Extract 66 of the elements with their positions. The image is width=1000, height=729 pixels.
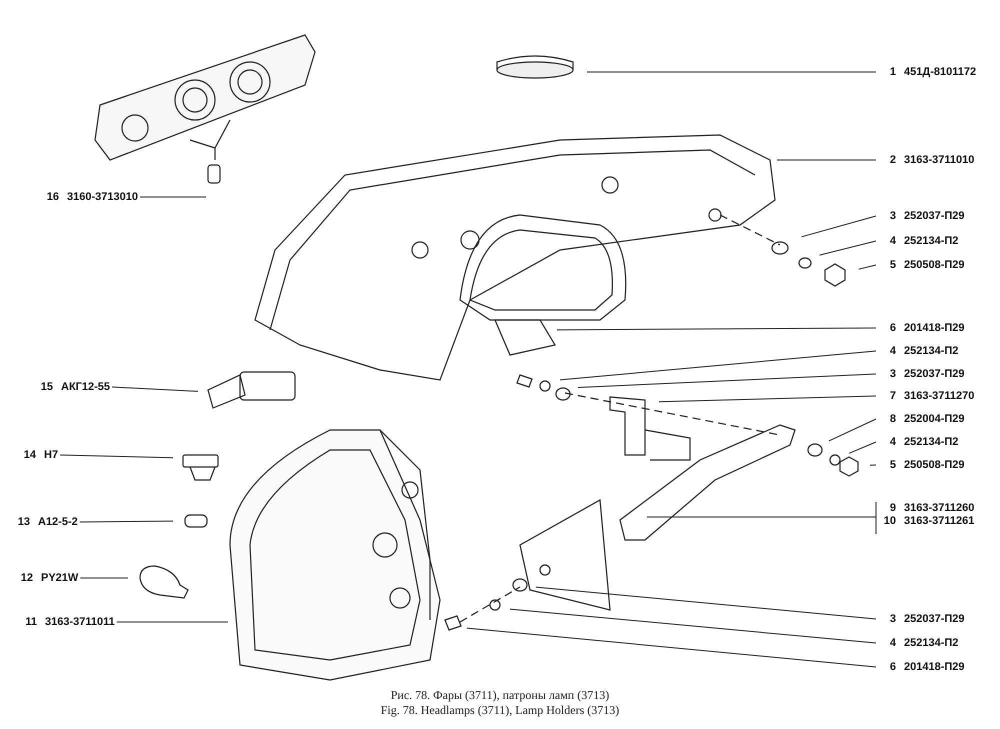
callout-number: 6 [888,661,896,674]
callout-number: 3 [888,210,896,223]
callout-number: 3 [888,613,896,626]
part-number: 252037-П29 [904,613,965,626]
callout-number: 13 [16,516,30,529]
part-number: PY21W [41,572,78,585]
callout-number: 11 [24,616,37,629]
part-number: 252134-П2 [904,436,958,449]
part-number: 252134-П2 [904,345,958,358]
part-number: 250508-П29 [904,259,965,272]
figure-caption: Рис. 78. Фары (3711), патроны ламп (3713) [390,688,610,703]
callout-number: 2 [888,154,896,167]
part-number: 3163-3711261 [904,515,974,528]
callout-number: 4 [888,637,896,650]
part-number: 3163-3711010 [904,154,974,167]
part-number: 201418-П29 [904,661,965,674]
part-number: A12-5-2 [38,516,78,529]
part-number: 451Д-8101172 [904,66,976,79]
leader-line [466,628,876,668]
leader-line [509,608,876,644]
part-number: 3163-3711011 [45,616,115,629]
part-number: 252037-П29 [904,210,965,223]
part-number: 3163-3711270 [904,390,974,403]
callout-number: 7 [888,390,896,403]
leader-line [658,396,876,402]
part-number: H7 [44,449,58,462]
callout-number: 12 [20,572,33,585]
callout-number: 9 [888,502,896,515]
leader-line [819,240,876,256]
leader-line [556,328,876,330]
part-number: 252004-П29 [904,413,965,426]
part-number: 3160-3713010 [67,191,138,204]
leader-line [848,442,876,454]
callout-number: 15 [40,381,53,394]
leader-line [828,418,876,442]
part-number: АКГ12-55 [61,381,110,394]
callout-number: 5 [888,459,896,472]
callout-number: 1 [888,66,896,79]
leader-line [535,586,876,620]
leader-line [60,454,174,458]
part-number: 201418-П29 [904,322,965,335]
leader-line [801,216,876,238]
callout-number: 3 [888,368,896,381]
leader-line [870,464,876,466]
callout-number: 5 [888,259,896,272]
callout-number: 4 [888,235,896,248]
leader-line [560,350,876,380]
callout-number: 4 [888,345,896,358]
leader-line [578,374,876,388]
part-number: 250508-П29 [904,459,965,472]
part-number: 252037-П29 [904,368,965,381]
leader-line [858,264,876,270]
callout-number: 6 [888,322,896,335]
leader-line [79,520,174,522]
leader-line [139,196,206,198]
callout-number: 8 [888,413,896,426]
part-number: 252134-П2 [904,637,958,650]
leader-line [646,502,876,534]
callout-number: 14 [22,449,36,462]
leader-line [112,386,198,392]
figure-caption: Fig. 78. Headlamps (3711), Lamp Holders (3713) [380,703,620,718]
part-number: 252134-П2 [904,235,958,248]
callout-number: 10 [882,515,896,528]
callout-number: 16 [46,191,59,204]
part-number: 3163-3711260 [904,502,974,515]
callout-number: 4 [888,436,896,449]
